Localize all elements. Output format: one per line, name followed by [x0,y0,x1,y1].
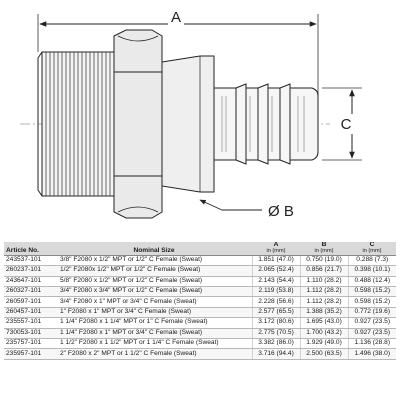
header-c-unit: in (mm) [362,247,382,254]
cell-b: 1.929 (49.0) [299,338,348,350]
cell-article: 260237-101 [4,265,56,277]
cell-c: 0.598 (15.2) [347,296,396,308]
cell-c: 0.488 (12.4) [347,276,396,287]
cell-c: 0.598 (15.2) [347,286,396,298]
cell-a: 3.382 (86.0) [251,338,300,350]
cell-b: 1.112 (28.2) [299,286,348,298]
cell-b: 1.700 (43.2) [299,328,348,339]
fitting-body [20,29,330,219]
cell-article: 730053-101 [4,328,56,339]
table-row: 243537-101 3/8" F2080 x 1/2" MPT or 1/2"… [4,255,396,267]
cell-c: 0.398 (10.1) [347,265,396,277]
header-a-unit: in (mm) [266,247,286,254]
dimension-b: Ø B [199,199,294,220]
table-row: 235957-101 2" F2080 x 2" MPT or 1 1/2" C… [4,348,396,360]
dim-b-label: Ø B [268,203,294,220]
cell-nominal-size: 3/4" F2080 x 1" MPT or 3/4" C Female (Sw… [56,296,252,308]
cell-a: 2.228 (56.6) [251,296,300,308]
header-article: Article No. [4,242,56,256]
cell-a: 2.065 (52.4) [251,265,300,277]
cell-article: 243537-101 [4,255,56,267]
cell-b: 1.695 (43.0) [299,317,348,329]
cell-article: 260327-101 [4,286,56,298]
cell-c: 0.772 (19.6) [347,307,396,319]
cell-nominal-size: 1 1/4" F2080 x 1 1/4" MPT or 1" C Female… [56,317,252,329]
cell-b: 0.750 (19.0) [299,255,348,267]
cell-nominal-size: 5/8" F2080 x 1/2" MPT or 1/2" C Female (… [56,276,252,287]
cell-b: 2.500 (63.5) [299,348,348,360]
cell-nominal-size: 3/4" F2080 x 3/4" MPT or 1/2" C Female (… [56,286,252,298]
fitting-drawing: A C [20,9,362,220]
header-b-unit: in (mm) [314,247,334,254]
cell-nominal-size: 1" F2080 x 1" MPT or 3/4" C Female (Swea… [56,307,252,319]
cell-article: 235557-101 [4,317,56,329]
cell-a: 2.775 (70.5) [251,328,300,339]
cell-a: 2.577 (65.5) [251,307,300,319]
dimension-a: A [37,9,319,105]
cell-article: 235957-101 [4,348,56,360]
table-row: 730053-101 1 1/4" F2080 x 1" MPT or 3/4"… [4,328,396,339]
table-row: 243647-101 5/8" F2080 x 1/2" MPT or 1/2"… [4,276,396,287]
cell-nominal-size: 1 1/4" F2080 x 1" MPT or 3/4" C Female (… [56,328,252,339]
cell-b: 1.110 (28.2) [299,276,348,287]
cell-c: 1.496 (38.0) [347,348,396,360]
table-row: 260237-101 1/2" F2080x 1/2" MPT or 1/2" … [4,265,396,277]
cell-a: 3.716 (94.4) [251,348,300,360]
cell-b: 0.856 (21.7) [299,265,348,277]
cell-a: 3.172 (80.6) [251,317,300,329]
cell-a: 2.119 (53.8) [251,286,300,298]
cell-a: 1.851 (47.0) [251,255,300,267]
dim-c-label: C [341,116,352,133]
cell-nominal-size: 3/8" F2080 x 1/2" MPT or 1/2" C Female (… [56,255,252,267]
cell-nominal-size: 1 1/2" F2080 x 1 1/2" MPT or 1 1/4" C Fe… [56,338,252,350]
cell-c: 1.136 (28.8) [347,338,396,350]
cell-a: 2.143 (54.4) [251,276,300,287]
cell-c: 0.288 (7.3) [347,255,396,267]
cell-article: 260597-101 [4,296,56,308]
cell-article: 243647-101 [4,276,56,287]
header-c-label: C [369,242,375,248]
cell-b: 1.388 (35.2) [299,307,348,319]
cell-nominal-size: 1/2" F2080x 1/2" MPT or 1/2" C Female (S… [56,265,252,277]
cell-b: 1.112 (28.2) [299,296,348,308]
table-row: 260327-101 3/4" F2080 x 3/4" MPT or 1/2"… [4,286,396,298]
table-row: 235757-101 1 1/2" F2080 x 1 1/2" MPT or … [4,338,396,350]
header-b-label: B [321,242,327,248]
cell-article: 235757-101 [4,338,56,350]
table-row: 235557-101 1 1/4" F2080 x 1 1/4" MPT or … [4,317,396,329]
cell-c: 0.927 (23.5) [347,317,396,329]
thread-lines [45,52,111,196]
fitting-diagram: A C [20,9,362,220]
header-nominal-size: Nominal Size [56,242,252,256]
cell-nominal-size: 2" F2080 x 2" MPT or 1 1/2" C Female (Sw… [56,348,252,360]
table-body: 243537-101 3/8" F2080 x 1/2" MPT or 1/2"… [4,255,396,360]
table-row: 260597-101 3/4" F2080 x 1" MPT or 3/4" C… [4,296,396,308]
dim-a-label: A [171,9,181,26]
table-row: 260457-101 1" F2080 x 1" MPT or 3/4" C F… [4,307,396,319]
dimension-c: C [322,87,362,161]
header-a-label: A [273,242,279,248]
cell-article: 260457-101 [4,307,56,319]
cell-c: 0.927 (23.5) [347,328,396,339]
